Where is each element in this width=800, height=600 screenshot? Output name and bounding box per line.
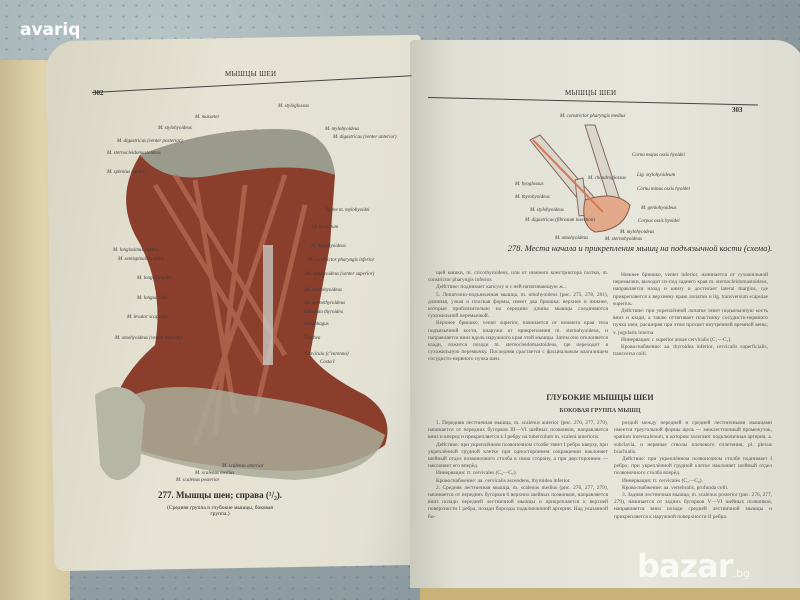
figure-label: Oesophagus bbox=[304, 322, 329, 327]
watermark-bazar: bazar.bg bbox=[637, 547, 750, 585]
paragraph: Действие: при укреплённом позвоночном ст… bbox=[428, 441, 608, 470]
text-column-2: Нижнее брюшко, venter inferior, начинает… bbox=[613, 272, 768, 358]
figure-277-caption: 277. Мышцы шеи; справа (¹/₂). bbox=[157, 490, 283, 500]
figure-label: Glandula thyroidea bbox=[304, 310, 344, 315]
page-number-right: 303 bbox=[732, 106, 743, 114]
figure-label: M. levator scapulae bbox=[127, 315, 167, 320]
paragraph: 3. Задняя лестничная мышца, m. scalenus … bbox=[614, 492, 772, 520]
figure-label: M. longus colli bbox=[137, 296, 168, 301]
figure-label: M. sternohyoideus bbox=[305, 288, 342, 293]
paragraph: роздой между передней и средней лестничн… bbox=[614, 420, 772, 455]
running-header-right: МЫШЦЫ ШЕИ bbox=[565, 89, 617, 97]
figure-label: Costa I bbox=[320, 360, 335, 365]
figure-label: M. mylohyoideus bbox=[620, 230, 655, 235]
figure-label: M. digastricus (fibrosum insertion) bbox=[525, 218, 596, 223]
figure-label: M. omohyoideus bbox=[555, 236, 589, 241]
figure-label: M. scalenus medius bbox=[195, 471, 235, 476]
figure-label: M. omohyoideus (venter superior) bbox=[306, 272, 375, 277]
figure-label: M. hyoglossus bbox=[515, 182, 544, 187]
figure-label: Corpus ossis hyoidei bbox=[638, 219, 680, 224]
hyoid-bone-diagram bbox=[529, 124, 631, 233]
figure-label: Clavicula (c'varenna) bbox=[305, 352, 349, 357]
neck-muscles-illustration bbox=[95, 129, 388, 480]
figure-label: M. stylohyoideus bbox=[158, 126, 192, 131]
figure-label: Os hyoideum bbox=[312, 225, 339, 230]
figure-label: M. constrictor pharyngis inferior bbox=[308, 258, 375, 263]
paragraph: Иннервация: rr. cervicales (C₅—C₇). bbox=[436, 470, 517, 477]
figure-label: M. constrictor pharyngis medius bbox=[560, 114, 626, 119]
paragraph: 5. Лопаточно-подъязычная мышца, m. omohy… bbox=[428, 291, 608, 320]
figure-label: M. styloglossus bbox=[278, 104, 309, 109]
paragraph: Нижнее брюшко, venter inferior, начинает… bbox=[613, 272, 768, 307]
paragraph: Действие: при укреплённой лопатке тянет … bbox=[613, 308, 768, 336]
page-number-left: 302 bbox=[93, 89, 104, 97]
figure-label: M. thyrohyoideus bbox=[515, 195, 550, 200]
paragraph: 1. Передняя лестничная мышца, m. scalenu… bbox=[428, 420, 608, 441]
figure-label: M. longissimus capitis bbox=[113, 248, 158, 253]
figure-label: M. longus capitis bbox=[137, 276, 172, 281]
figure-277-subcaption: (Средняя группа и глубокие мышцы, бокова… bbox=[167, 505, 273, 517]
figure-label: Lig. stylohyoideum bbox=[637, 173, 676, 178]
figure-label: M. splenius capitis bbox=[107, 170, 145, 175]
paragraph: Иннервация: r. superior ansae cervicalis… bbox=[621, 336, 732, 343]
figure-label: M. scalenus posterior bbox=[176, 478, 220, 483]
right-page bbox=[410, 40, 800, 588]
text-column-1: щей кишки, m. cricothyroideus, или от ни… bbox=[428, 270, 608, 364]
paragraph: Кровоснабжение: aa. thyroidea inferior, … bbox=[613, 344, 768, 358]
paragraph: Действие: при укреплённом позвоночном ст… bbox=[614, 456, 772, 477]
figure-label: M. sternothyroideus bbox=[305, 301, 346, 306]
figure-label: Cornu minus ossis hyoidei bbox=[637, 187, 690, 192]
section-heading: ГЛУБОКИЕ МЫШЦЫ ШЕИ bbox=[546, 393, 654, 402]
figure-label: Raphe m. mylohyoidei bbox=[325, 208, 370, 213]
paragraph: Иннервация: rr. cervicales (C₂—C₈). bbox=[622, 477, 703, 484]
figure-label: Cornu majus ossis hyoidei bbox=[632, 153, 685, 158]
text-column-3: 1. Передняя лестничная мышца, m. scalenu… bbox=[428, 420, 608, 521]
paragraph: Кровоснабжение: aa. cervicalis ascendens… bbox=[436, 477, 571, 484]
figure-label: M. masseter bbox=[195, 115, 220, 120]
figure-label: M. sternohyoideus bbox=[605, 237, 642, 242]
paragraph: Действие: поднимает капсулу и с ней натя… bbox=[436, 284, 567, 291]
watermark-bazar-text: bazar bbox=[637, 547, 733, 585]
paragraph: 2. Средняя лестничная мышца, m. scalenus… bbox=[428, 484, 608, 520]
figure-label: M. stylohyoideus bbox=[530, 208, 564, 213]
figure-label: M. sternocleidomastoideus bbox=[107, 151, 161, 156]
paragraph: Верхнее брюшко, venter superior, начинае… bbox=[428, 320, 608, 363]
figure-label: Trachea bbox=[304, 336, 321, 341]
figure-label: M. digastricus (venter posterior) bbox=[117, 139, 183, 144]
figure-label: M. semispinalis capitis bbox=[118, 257, 164, 262]
paragraph: щей кишки, m. cricothyroideus, или от ни… bbox=[428, 270, 608, 284]
watermark-avariq: avariq bbox=[20, 20, 81, 40]
watermark-bazar-suffix: .bg bbox=[732, 567, 750, 580]
figure-label: M. scalenus anterior bbox=[222, 464, 264, 469]
subsection-heading: БОКОВАЯ ГРУППА МЫШЦ bbox=[559, 408, 641, 414]
figure-label: M. thyrohyoideus bbox=[311, 244, 346, 249]
text-column-4: роздой между передней и средней лестничн… bbox=[614, 420, 772, 521]
figure-label: M. omohyoideus (venter inferior) bbox=[115, 336, 182, 341]
figure-label: M. digastricus (venter anterior) bbox=[333, 135, 397, 140]
figure-label: M. geniohyoideus bbox=[641, 206, 677, 211]
figure-278-caption: 278. Места начала и прикрепления мышц на… bbox=[507, 243, 773, 253]
running-header-left: МЫШЦЫ ШЕИ bbox=[225, 70, 277, 78]
figure-label: M. chondroglossus bbox=[588, 176, 626, 181]
figure-label: M. mylohyoideus bbox=[325, 127, 360, 132]
paragraph: Кровоснабжение: aa. vertebralis, profund… bbox=[622, 484, 729, 491]
